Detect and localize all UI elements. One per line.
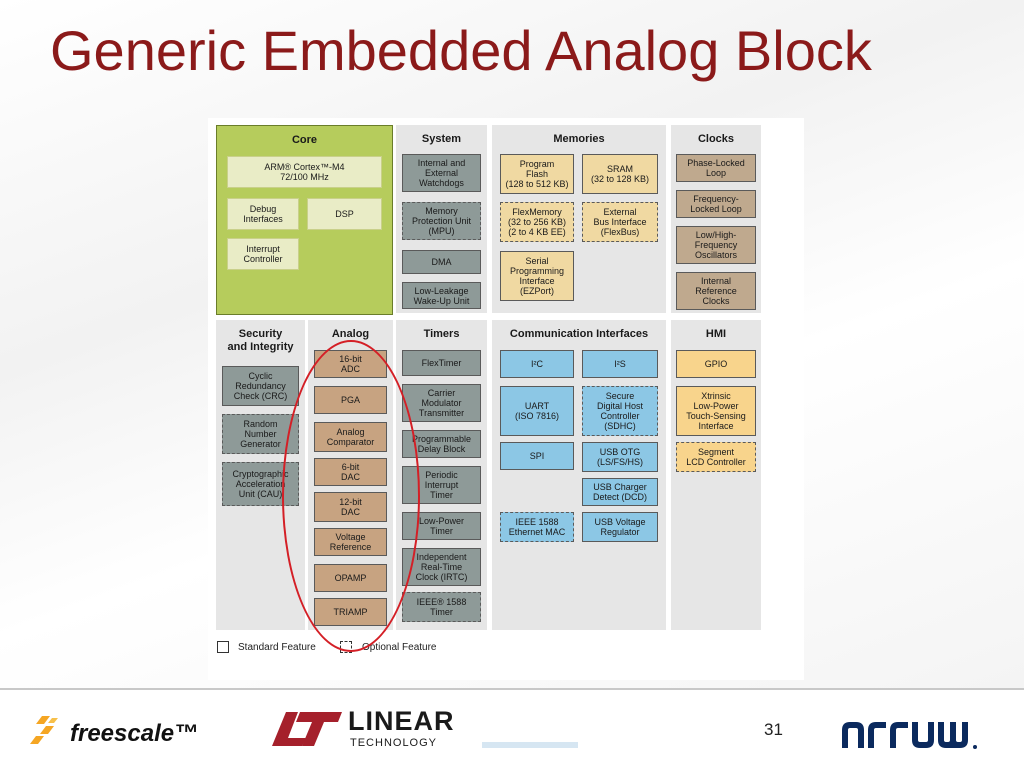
legend-standard-label: Standard Feature	[238, 642, 316, 653]
timer-flextimer-block: FlexTimer	[402, 350, 481, 376]
linear-technology-logo: LINEAR TECHNOLOGY	[262, 706, 455, 752]
footer-divider	[0, 688, 1024, 690]
timer-ieee1588-block: IEEE® 1588 Timer	[402, 592, 481, 622]
core-panel: Core ARM® Cortex™-M4 72/100 MHz Debug In…	[216, 125, 393, 315]
comm-uart-block: UART (ISO 7816)	[500, 386, 574, 436]
timers-panel: Timers FlexTimer Carrier Modulator Trans…	[396, 320, 487, 630]
core-debug-block: Debug Interfaces	[227, 198, 299, 230]
timer-irtc-block: Independent Real-Time Clock (IRTC)	[402, 548, 481, 586]
hmi-tsi-block: Xtrinsic Low-Power Touch-Sensing Interfa…	[676, 386, 756, 436]
core-dsp-block: DSP	[307, 198, 382, 230]
legend-optional-label: Optional Feature	[362, 642, 437, 653]
communication-header: Communication Interfaces	[509, 328, 649, 340]
clocks-header: Clocks	[697, 133, 735, 145]
analog-header: Analog	[331, 328, 370, 340]
system-llwu-block: Low-Leakage Wake-Up Unit	[402, 282, 481, 309]
comm-sdhc-block: Secure Digital Host Controller (SDHC)	[582, 386, 658, 436]
memories-panel: Memories Program Flash (128 to 512 KB) S…	[492, 125, 666, 313]
communication-panel: Communication Interfaces I²C I²S UART (I…	[492, 320, 666, 630]
system-watchdog-block: Internal and External Watchdogs	[402, 154, 481, 192]
footer-faint-bar	[482, 742, 578, 748]
freescale-mark-icon	[30, 716, 58, 744]
clock-internal-ref-block: Internal Reference Clocks	[676, 272, 756, 310]
page-number: 31	[764, 720, 783, 739]
comm-i2c-block: I²C	[500, 350, 574, 378]
freescale-logo: freescale™	[30, 712, 220, 752]
hmi-panel: HMI GPIO Xtrinsic Low-Power Touch-Sensin…	[671, 320, 761, 630]
memory-flexbus-block: External Bus Interface (FlexBus)	[582, 202, 658, 242]
timers-header: Timers	[423, 328, 460, 340]
core-header: Core	[291, 134, 318, 146]
core-cpu-block: ARM® Cortex™-M4 72/100 MHz	[227, 156, 382, 188]
comm-usb-otg-block: USB OTG (LS/FS/HS)	[582, 442, 658, 472]
memory-ezport-block: Serial Programming Interface (EZPort)	[500, 251, 574, 301]
system-dma-block: DMA	[402, 250, 481, 274]
hmi-lcd-block: Segment LCD Controller	[676, 442, 756, 472]
clock-fll-block: Frequency- Locked Loop	[676, 190, 756, 218]
linear-subtitle: TECHNOLOGY	[350, 737, 438, 749]
system-mpu-block: Memory Protection Unit (MPU)	[402, 202, 481, 240]
freescale-wordmark: freescale™	[70, 720, 199, 747]
comm-ethernet-block: IEEE 1588 Ethernet MAC	[500, 512, 574, 542]
hmi-gpio-block: GPIO	[676, 350, 756, 378]
security-crc-block: Cyclic Redundancy Check (CRC)	[222, 366, 299, 406]
slide-title: Generic Embedded Analog Block	[50, 19, 872, 82]
linear-wordmark: LINEAR	[348, 706, 455, 736]
timer-cmt-block: Carrier Modulator Transmitter	[402, 384, 481, 422]
system-header: System	[421, 133, 462, 145]
clock-oscillators-block: Low/High- Frequency Oscillators	[676, 226, 756, 264]
arrow-logo	[838, 716, 994, 752]
hmi-header: HMI	[705, 328, 727, 340]
core-interrupt-block: Interrupt Controller	[227, 238, 299, 270]
memories-header: Memories	[553, 133, 605, 145]
legend-standard-swatch	[217, 641, 229, 653]
analog-highlight-ellipse	[282, 340, 420, 652]
comm-usb-vreg-block: USB Voltage Regulator	[582, 512, 658, 542]
clock-pll-block: Phase-Locked Loop	[676, 154, 756, 182]
linear-mark-icon	[272, 712, 342, 746]
comm-i2s-block: I²S	[582, 350, 658, 378]
memory-flexmemory-block: FlexMemory (32 to 256 KB) (2 to 4 KB EE)	[500, 202, 574, 242]
system-panel: System Internal and External Watchdogs M…	[396, 125, 487, 313]
memory-sram-block: SRAM (32 to 128 KB)	[582, 154, 658, 194]
memory-program-flash-block: Program Flash (128 to 512 KB)	[500, 154, 574, 194]
security-header: Security and Integrity	[227, 328, 294, 353]
comm-usb-dcd-block: USB Charger Detect (DCD)	[582, 478, 658, 506]
comm-spi-block: SPI	[500, 442, 574, 470]
footer-bar	[0, 690, 1024, 768]
arrow-wordmark-icon	[842, 722, 977, 749]
clocks-panel: Clocks Phase-Locked Loop Frequency- Lock…	[671, 125, 761, 313]
